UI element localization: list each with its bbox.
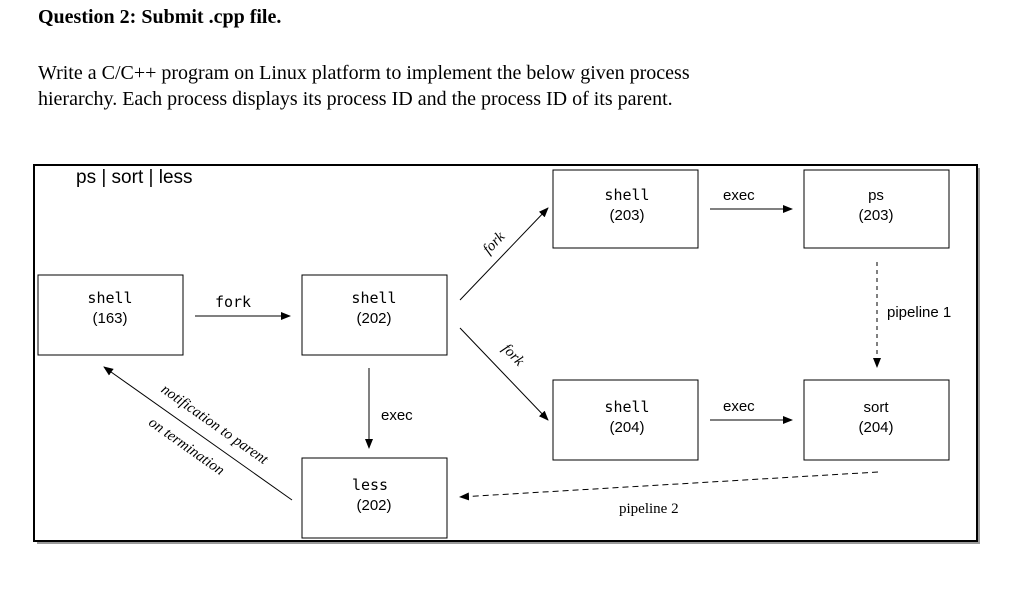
node-shell-204-pid: (204) — [609, 419, 644, 436]
node-shell-202: shell (202) — [301, 274, 448, 356]
node-sort-204-name: sort — [863, 399, 889, 416]
node-shell-163: shell (163) — [37, 274, 184, 356]
question-text: Write a C/C++ program on Linux platform … — [38, 60, 938, 112]
node-sort-204: sort (204) — [803, 379, 950, 461]
node-shell-203-pid: (203) — [609, 207, 644, 224]
question-text-line-1: Write a C/C++ program on Linux platform … — [38, 62, 690, 84]
edge-pipeline-2-label: pipeline 2 — [619, 501, 679, 517]
edge-exec-203-ps: exec — [710, 187, 793, 213]
node-shell-204-name: shell — [604, 398, 649, 416]
node-less-202: less (202) — [301, 457, 448, 539]
edge-fork-163-202: fork — [195, 293, 291, 320]
node-sort-204-pid: (204) — [858, 419, 893, 436]
node-shell-163-name: shell — [87, 289, 132, 307]
edge-pipeline-1: pipeline 1 — [873, 262, 951, 368]
edge-fork-163-202-label: fork — [215, 293, 251, 311]
node-shell-204: shell (204) — [552, 379, 699, 461]
question-text-line-2: hierarchy. Each process displays its pro… — [38, 88, 673, 110]
edge-pipeline-1-label: pipeline 1 — [887, 304, 951, 321]
node-shell-203: shell (203) — [552, 169, 699, 249]
node-ps-203-pid: (203) — [858, 207, 893, 224]
edge-exec-204-sort: exec — [710, 398, 793, 424]
node-ps-203: ps (203) — [803, 169, 950, 249]
edge-pipeline-2: pipeline 2 — [459, 471, 879, 517]
edge-exec-203-ps-label: exec — [723, 187, 755, 204]
node-shell-203-name: shell — [604, 186, 649, 204]
edge-exec-202-less-label: exec — [381, 407, 413, 424]
node-less-202-name: less — [352, 476, 388, 494]
node-shell-202-name: shell — [351, 289, 396, 307]
node-shell-202-pid: (202) — [356, 310, 391, 327]
question-heading: Question 2: Submit .cpp file. — [38, 6, 282, 28]
command-label: ps | sort | less — [76, 167, 193, 188]
edge-exec-204-sort-label: exec — [723, 398, 755, 415]
node-ps-203-name: ps — [868, 187, 884, 204]
edge-exec-202-less: exec — [365, 368, 413, 449]
node-less-202-pid: (202) — [356, 497, 391, 514]
node-shell-163-pid: (163) — [92, 310, 127, 327]
